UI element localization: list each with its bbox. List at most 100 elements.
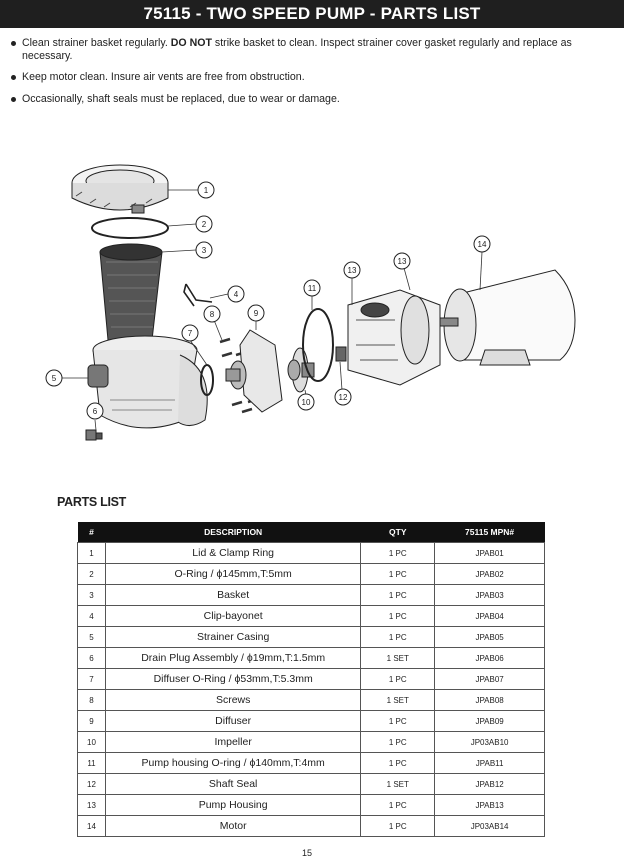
row-mpn: JPAB03 (434, 584, 545, 606)
note-item: Occasionally, shaft seals must be replac… (10, 93, 616, 106)
svg-text:14: 14 (478, 240, 487, 249)
callout-7: 7 (181, 324, 199, 342)
diffuser-illustration (225, 329, 283, 413)
shaft-seal-illustration (335, 346, 347, 362)
lid-illustration (71, 164, 169, 214)
row-number: 14 (77, 815, 106, 837)
svg-text:13: 13 (348, 266, 357, 275)
row-number: 10 (77, 731, 106, 753)
svg-text:13: 13 (398, 257, 407, 266)
row-mpn: JPAB12 (434, 773, 545, 795)
row-number: 6 (77, 647, 106, 669)
row-number: 2 (77, 563, 106, 585)
svg-text:3: 3 (202, 246, 207, 255)
row-qty: 1 SET (360, 773, 436, 795)
row-description: Basket (104, 584, 362, 606)
row-number: 11 (77, 752, 106, 774)
row-description: Shaft Seal (104, 773, 362, 795)
callout-14: 14 (473, 235, 491, 253)
note-text-cont: strike basket to clean. Inspect strainer… (22, 37, 572, 62)
callout-5: 5 (45, 369, 63, 387)
callout-3: 3 (195, 241, 213, 259)
strainer-casing-illustration (87, 335, 208, 429)
row-description: Screws (104, 689, 362, 711)
pump-housing-illustration (347, 289, 441, 386)
row-mpn: JPAB08 (434, 689, 545, 711)
note-item: Keep motor clean. Insure air vents are f… (10, 71, 616, 84)
row-description: Strainer Casing (104, 626, 362, 648)
row-description: Lid & Clamp Ring (104, 542, 362, 564)
callout-10: 10 (297, 393, 315, 411)
page-title: 75115 - TWO SPEED PUMP - PARTS LIST (143, 4, 481, 23)
callout-9: 9 (247, 304, 265, 322)
row-qty: 1 PC (360, 752, 436, 774)
callout-13a: 13 (343, 261, 361, 279)
impeller-illustration (287, 347, 315, 393)
exploded-pump-diagram: 1 2 3 4 5 6 7 8 9 10 11 12 13 13 14 (45, 164, 576, 441)
callout-6: 6 (86, 402, 104, 420)
callout-2: 2 (195, 215, 213, 233)
col-mpn-header: 75115 MPN# (434, 522, 545, 543)
row-qty: 1 PC (360, 605, 436, 627)
svg-text:6: 6 (93, 407, 98, 416)
svg-text:11: 11 (308, 284, 317, 293)
row-number: 7 (77, 668, 106, 690)
row-number: 8 (77, 689, 106, 711)
row-number: 3 (77, 584, 106, 606)
row-description: Pump Housing (104, 794, 362, 816)
svg-text:4: 4 (234, 290, 239, 299)
note-emphasis: DO NOT (170, 37, 212, 49)
row-mpn: JP03AB10 (434, 731, 545, 753)
svg-text:8: 8 (210, 310, 215, 319)
row-description: Drain Plug Assembly / ϕ19mm,T:1.5mm (104, 647, 362, 669)
row-mpn: JPAB13 (434, 794, 545, 816)
svg-text:1: 1 (204, 186, 209, 195)
row-qty: 1 PC (360, 731, 436, 753)
callout-4: 4 (227, 285, 245, 303)
row-qty: 1 PC (360, 584, 436, 606)
row-description: Pump housing O-ring / ϕ140mm,T:4mm (104, 752, 362, 774)
col-description-header: DESCRIPTION (105, 522, 361, 543)
row-number: 4 (77, 605, 106, 627)
row-mpn: JPAB07 (434, 668, 545, 690)
row-description: Diffuser (104, 710, 362, 732)
row-qty: 1 PC (360, 710, 436, 732)
note-text: Occasionally, shaft seals must be replac… (22, 92, 340, 105)
row-mpn: JPAB09 (434, 710, 545, 732)
row-number: 13 (77, 794, 106, 816)
col-number-header: # (77, 522, 106, 543)
row-number: 1 (77, 542, 106, 564)
callout-11: 11 (303, 279, 321, 297)
note-item: Clean strainer basket regularly. DO NOT … (10, 37, 616, 62)
callout-13b: 13 (393, 252, 411, 270)
row-number: 9 (77, 710, 106, 732)
row-description: Impeller (104, 731, 362, 753)
housing-oring-illustration (302, 308, 334, 382)
row-qty: 1 PC (360, 563, 436, 585)
page-number: 15 (302, 848, 313, 858)
row-mpn: JP03AB14 (434, 815, 545, 837)
row-description: Diffuser O-Ring / ϕ53mm,T:5.3mm (104, 668, 362, 690)
lid-oring-illustration (91, 217, 169, 239)
row-description: Motor (104, 815, 362, 837)
row-qty: 1 PC (360, 668, 436, 690)
row-qty: 1 PC (360, 815, 436, 837)
parts-list-heading: PARTS LIST (57, 495, 126, 509)
callout-1: 1 (197, 181, 215, 199)
row-number: 12 (77, 773, 106, 795)
row-qty: 1 SET (360, 689, 436, 711)
row-mpn: JPAB05 (434, 626, 545, 648)
row-qty: 1 PC (360, 794, 436, 816)
row-mpn: JPAB01 (434, 542, 545, 564)
